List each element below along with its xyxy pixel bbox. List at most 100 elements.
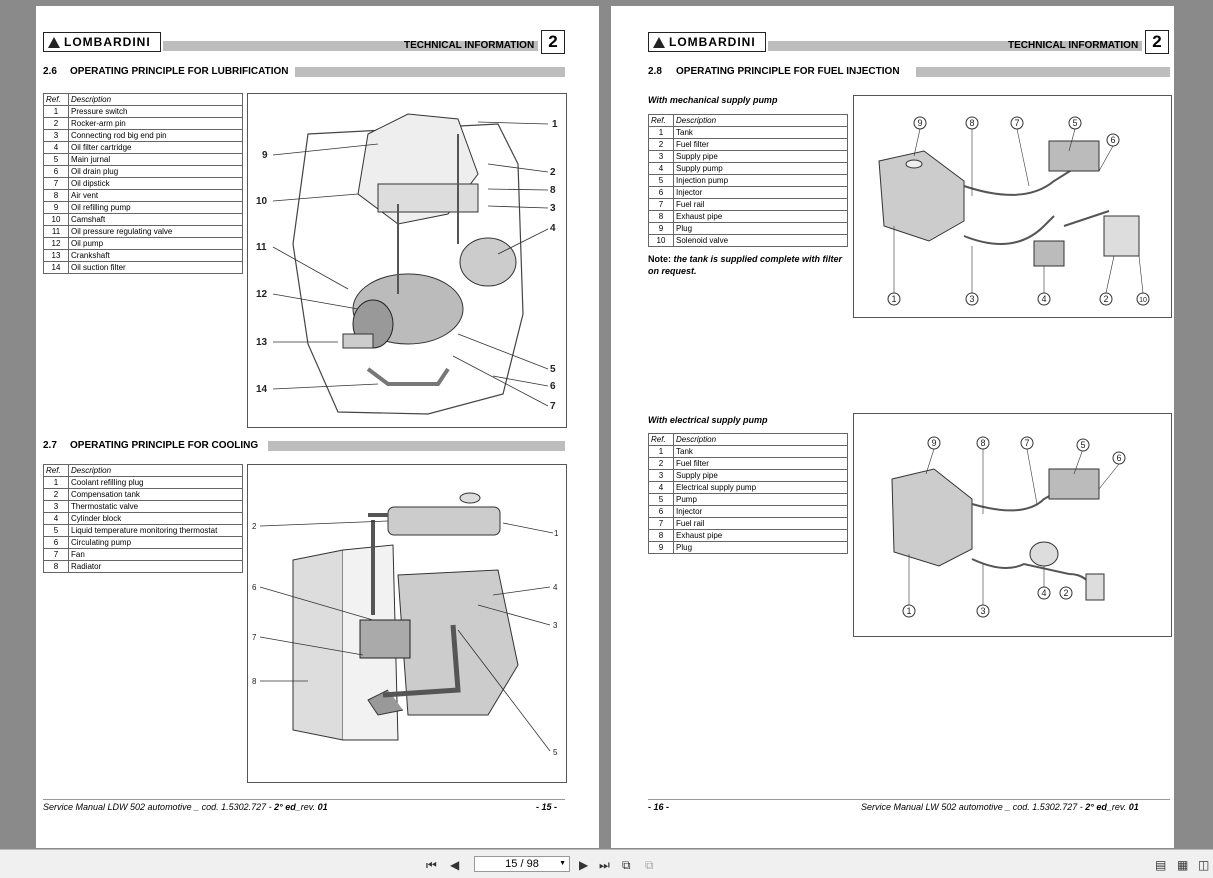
description-cell: Exhaust pipe: [673, 529, 848, 542]
description-cell: Oil pressure regulating valve: [68, 225, 243, 238]
ref-cell: 7: [648, 517, 674, 530]
section-2-7-title: OPERATING PRINCIPLE FOR COOLING: [70, 440, 259, 451]
description-cell: Pressure switch: [68, 105, 243, 118]
go-forward-icon[interactable]: ⧉: [645, 858, 654, 872]
description-header: Description: [68, 464, 243, 477]
tank-note: Note: the tank is supplied complete with…: [648, 254, 843, 276]
ref-cell: 4: [43, 141, 69, 154]
ref-cell: 6: [43, 165, 69, 178]
ref-cell: 6: [648, 186, 674, 199]
lub-callout-5: 5: [550, 364, 556, 375]
footer-line: [648, 799, 1170, 800]
lombardini-logo: LOMBARDINI: [43, 32, 161, 52]
ref-cell: 12: [43, 237, 69, 250]
description-cell: Compensation tank: [68, 488, 243, 501]
two-page-view-icon[interactable]: ◫: [1198, 858, 1210, 872]
ref-header: Ref.: [43, 93, 69, 106]
footer-text: Service Manual LW 502 automotive _ cod. …: [861, 802, 1139, 812]
ref-cell: 3: [43, 129, 69, 142]
cool-callout-8: 8: [252, 677, 257, 686]
elec-callout-1: 1: [906, 606, 911, 616]
mechanical-fuel-diagram: 9 8 7 5 6 1 3 4 2 10: [853, 95, 1172, 318]
description-header: Description: [673, 433, 848, 446]
description-cell: Tank: [673, 126, 848, 139]
ref-cell: 1: [43, 476, 69, 489]
page-number-field[interactable]: 15 / 98▼: [474, 856, 570, 872]
electrical-pump-subtitle: With electrical supply pump: [648, 415, 768, 425]
description-cell: Supply pump: [673, 162, 848, 175]
previous-page-button[interactable]: ◀: [450, 858, 460, 872]
description-cell: Oil refilling pump: [68, 201, 243, 214]
ref-cell: 10: [648, 234, 674, 247]
lub-callout-9: 9: [262, 150, 268, 161]
last-page-button[interactable]: ⏭: [599, 858, 610, 872]
description-cell: Oil dipstick: [68, 177, 243, 190]
next-page-button[interactable]: ▶: [579, 858, 589, 872]
section-bar: [295, 67, 565, 77]
mech-callout-10: 10: [1139, 297, 1147, 304]
section-2-6-number: 2.6: [43, 66, 57, 77]
description-cell: Air vent: [68, 189, 243, 202]
description-cell: Camshaft: [68, 213, 243, 226]
elec-callout-3: 3: [980, 606, 985, 616]
single-page-view-icon[interactable]: ▤: [1155, 858, 1167, 872]
lub-callout-13: 13: [256, 337, 268, 348]
section-bar: [916, 67, 1170, 77]
elec-callout-9: 9: [931, 438, 936, 448]
mech-callout-9: 9: [917, 118, 922, 128]
description-cell: Fuel rail: [673, 517, 848, 530]
ref-cell: 8: [648, 210, 674, 223]
description-cell: Coolant refilling plug: [68, 476, 243, 489]
ref-cell: 1: [648, 445, 674, 458]
ref-cell: 7: [43, 177, 69, 190]
mech-callout-6: 6: [1110, 135, 1115, 145]
viewer-toolbar: ⏮ ◀ 15 / 98▼ ▶ ⏭ ⧉ ⧉ ▤ ▦ ◫: [0, 849, 1213, 878]
chevron-down-icon[interactable]: ▼: [559, 860, 566, 867]
elec-callout-8: 8: [980, 438, 985, 448]
ref-cell: 3: [648, 150, 674, 163]
continuous-view-icon[interactable]: ▦: [1177, 858, 1189, 872]
ref-cell: 5: [648, 493, 674, 506]
ref-cell: 13: [43, 249, 69, 262]
section-2-6-title: OPERATING PRINCIPLE FOR LUBRIFICATION: [70, 66, 289, 77]
elec-callout-6: 6: [1116, 453, 1121, 463]
description-cell: Injection pump: [673, 174, 848, 187]
cool-callout-1: 1: [554, 529, 559, 538]
lub-callout-6: 6: [550, 381, 556, 392]
ref-cell: 4: [43, 512, 69, 525]
description-cell: Plug: [673, 541, 848, 554]
cool-callout-5: 5: [553, 748, 558, 757]
ref-cell: 1: [648, 126, 674, 139]
description-cell: Fuel filter: [673, 138, 848, 151]
description-cell: Main jurnal: [68, 153, 243, 166]
ref-cell: 10: [43, 213, 69, 226]
lombardini-logo: LOMBARDINI: [648, 32, 766, 52]
ref-cell: 6: [43, 536, 69, 549]
description-header: Description: [68, 93, 243, 106]
go-back-icon[interactable]: ⧉: [622, 858, 631, 872]
description-cell: Cylinder block: [68, 512, 243, 525]
first-page-button[interactable]: ⏮: [426, 858, 437, 872]
ref-header: Ref.: [648, 114, 674, 127]
description-cell: Plug: [673, 222, 848, 235]
lub-callout-12: 12: [256, 289, 268, 300]
ref-cell: 9: [648, 222, 674, 235]
mech-callout-7: 7: [1014, 118, 1019, 128]
description-cell: Rocker-arm pin: [68, 117, 243, 130]
section-2-7-number: 2.7: [43, 440, 57, 451]
electrical-fuel-diagram: 9 8 7 5 6 1 3 4 2: [853, 413, 1172, 637]
